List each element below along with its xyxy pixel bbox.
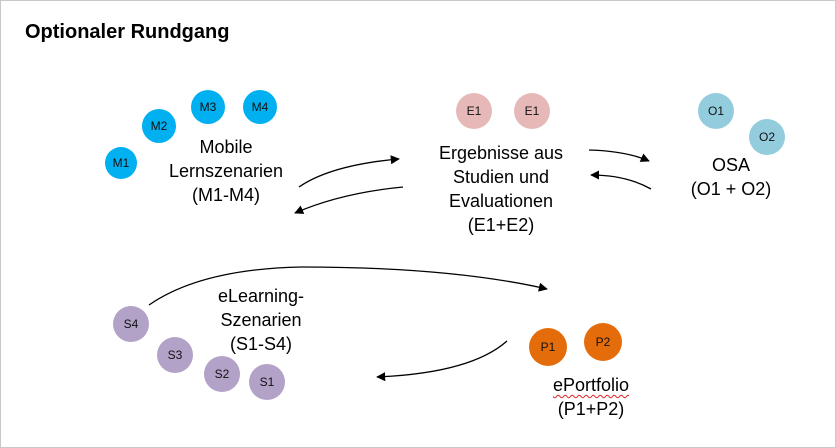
- results-label-line: Ergebnisse aus: [438, 143, 564, 163]
- osa-label-line: (O1 + O2): [690, 179, 772, 199]
- node-s2: S2: [204, 356, 240, 392]
- osa-label: OSA (O1 + O2): [661, 153, 801, 201]
- mobile-label-line: Lernszenarien: [168, 161, 284, 181]
- node-m3: M3: [191, 90, 225, 124]
- arrow-osa-to-results: [590, 170, 652, 190]
- eportfolio-label-line: (P1+P2): [557, 399, 625, 419]
- results-label-line: (E1+E2): [467, 215, 535, 235]
- mobile-label: Mobile Lernszenarien (M1-M4): [151, 135, 301, 207]
- node-s1: S1: [249, 364, 285, 400]
- node-e1: E1: [456, 93, 492, 129]
- arrow-results-to-mobile: [294, 186, 404, 214]
- mobile-label-line: (M1-M4): [192, 185, 260, 205]
- elearning-label-line: eLearning-: [217, 286, 305, 306]
- results-label-line: Studien und: [452, 167, 550, 187]
- node-s3: S3: [157, 337, 193, 373]
- arrow-mobile-to-results: [298, 155, 400, 188]
- node-m4: M4: [243, 90, 277, 124]
- arrow-elearning-to-eportfolio: [148, 266, 548, 306]
- node-m1: M1: [105, 147, 137, 179]
- node-o2: O2: [749, 119, 785, 155]
- mobile-label-line: Mobile: [199, 137, 253, 157]
- arrow-results-to-osa: [588, 149, 650, 162]
- eportfolio-label-line: ePortfolio: [521, 373, 661, 397]
- arrow-eportfolio-to-elearning: [376, 340, 508, 382]
- results-label: Ergebnisse aus Studien und Evaluationen …: [401, 141, 601, 237]
- elearning-label: eLearning- Szenarien (S1-S4): [191, 284, 331, 356]
- node-p2: P2: [584, 323, 622, 361]
- osa-label-line: OSA: [711, 155, 750, 175]
- node-p1: P1: [529, 328, 567, 366]
- node-e2: E1: [514, 93, 550, 129]
- elearning-label-line: Szenarien: [220, 310, 302, 330]
- eportfolio-label: ePortfolio (P1+P2): [521, 373, 661, 421]
- diagram-title: Optionaler Rundgang: [25, 21, 230, 43]
- eportfolio-label-word: ePortfolio: [552, 375, 630, 395]
- node-s4: S4: [113, 306, 149, 342]
- results-label-line: Evaluationen: [448, 191, 554, 211]
- node-o1: O1: [698, 93, 734, 129]
- elearning-label-line: (S1-S4): [229, 334, 292, 354]
- node-m2: M2: [142, 109, 176, 143]
